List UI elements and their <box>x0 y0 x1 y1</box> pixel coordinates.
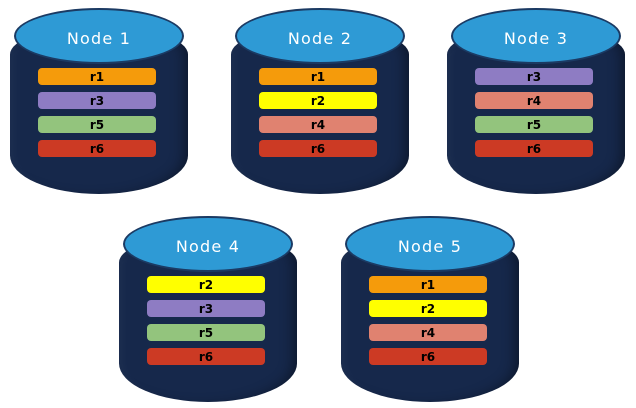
node-cylinder-top: Node 1 <box>14 8 184 64</box>
database-node: Node 5 r1 r2 r4 r6 <box>341 216 519 402</box>
node-label: Node 3 <box>503 29 569 48</box>
node-label: Node 5 <box>397 237 463 256</box>
replica-bar: r6 <box>475 140 593 157</box>
replica-list: r2 r3 r5 r6 <box>147 276 265 365</box>
node-cylinder-top: Node 5 <box>345 216 515 272</box>
node-cylinder-top: Node 4 <box>123 216 293 272</box>
replica-list: r1 r2 r4 r6 <box>259 68 377 157</box>
replica-bar: r6 <box>147 348 265 365</box>
replica-list: r1 r3 r5 r6 <box>38 68 156 157</box>
replica-bar: r3 <box>147 300 265 317</box>
replica-bar: r6 <box>259 140 377 157</box>
replica-bar: r1 <box>369 276 487 293</box>
replica-bar: r5 <box>38 116 156 133</box>
replica-bar: r6 <box>369 348 487 365</box>
replica-bar: r2 <box>259 92 377 109</box>
node-label: Node 2 <box>287 29 353 48</box>
replica-bar: r4 <box>259 116 377 133</box>
replica-bar: r3 <box>38 92 156 109</box>
database-node: Node 2 r1 r2 r4 r6 <box>231 8 409 194</box>
database-node: Node 3 r3 r4 r5 r6 <box>447 8 625 194</box>
replica-list: r1 r2 r4 r6 <box>369 276 487 365</box>
database-node: Node 4 r2 r3 r5 r6 <box>119 216 297 402</box>
node-label: Node 4 <box>175 237 241 256</box>
node-label: Node 1 <box>66 29 132 48</box>
node-cylinder-top: Node 2 <box>235 8 405 64</box>
replica-bar: r4 <box>475 92 593 109</box>
node-cylinder-top: Node 3 <box>451 8 621 64</box>
replica-bar: r1 <box>38 68 156 85</box>
replica-bar: r5 <box>475 116 593 133</box>
replica-bar: r3 <box>475 68 593 85</box>
replica-bar: r2 <box>147 276 265 293</box>
replica-bar: r6 <box>38 140 156 157</box>
replica-bar: r2 <box>369 300 487 317</box>
database-node: Node 1 r1 r3 r5 r6 <box>10 8 188 194</box>
replica-list: r3 r4 r5 r6 <box>475 68 593 157</box>
replica-bar: r5 <box>147 324 265 341</box>
replica-bar: r4 <box>369 324 487 341</box>
replica-bar: r1 <box>259 68 377 85</box>
